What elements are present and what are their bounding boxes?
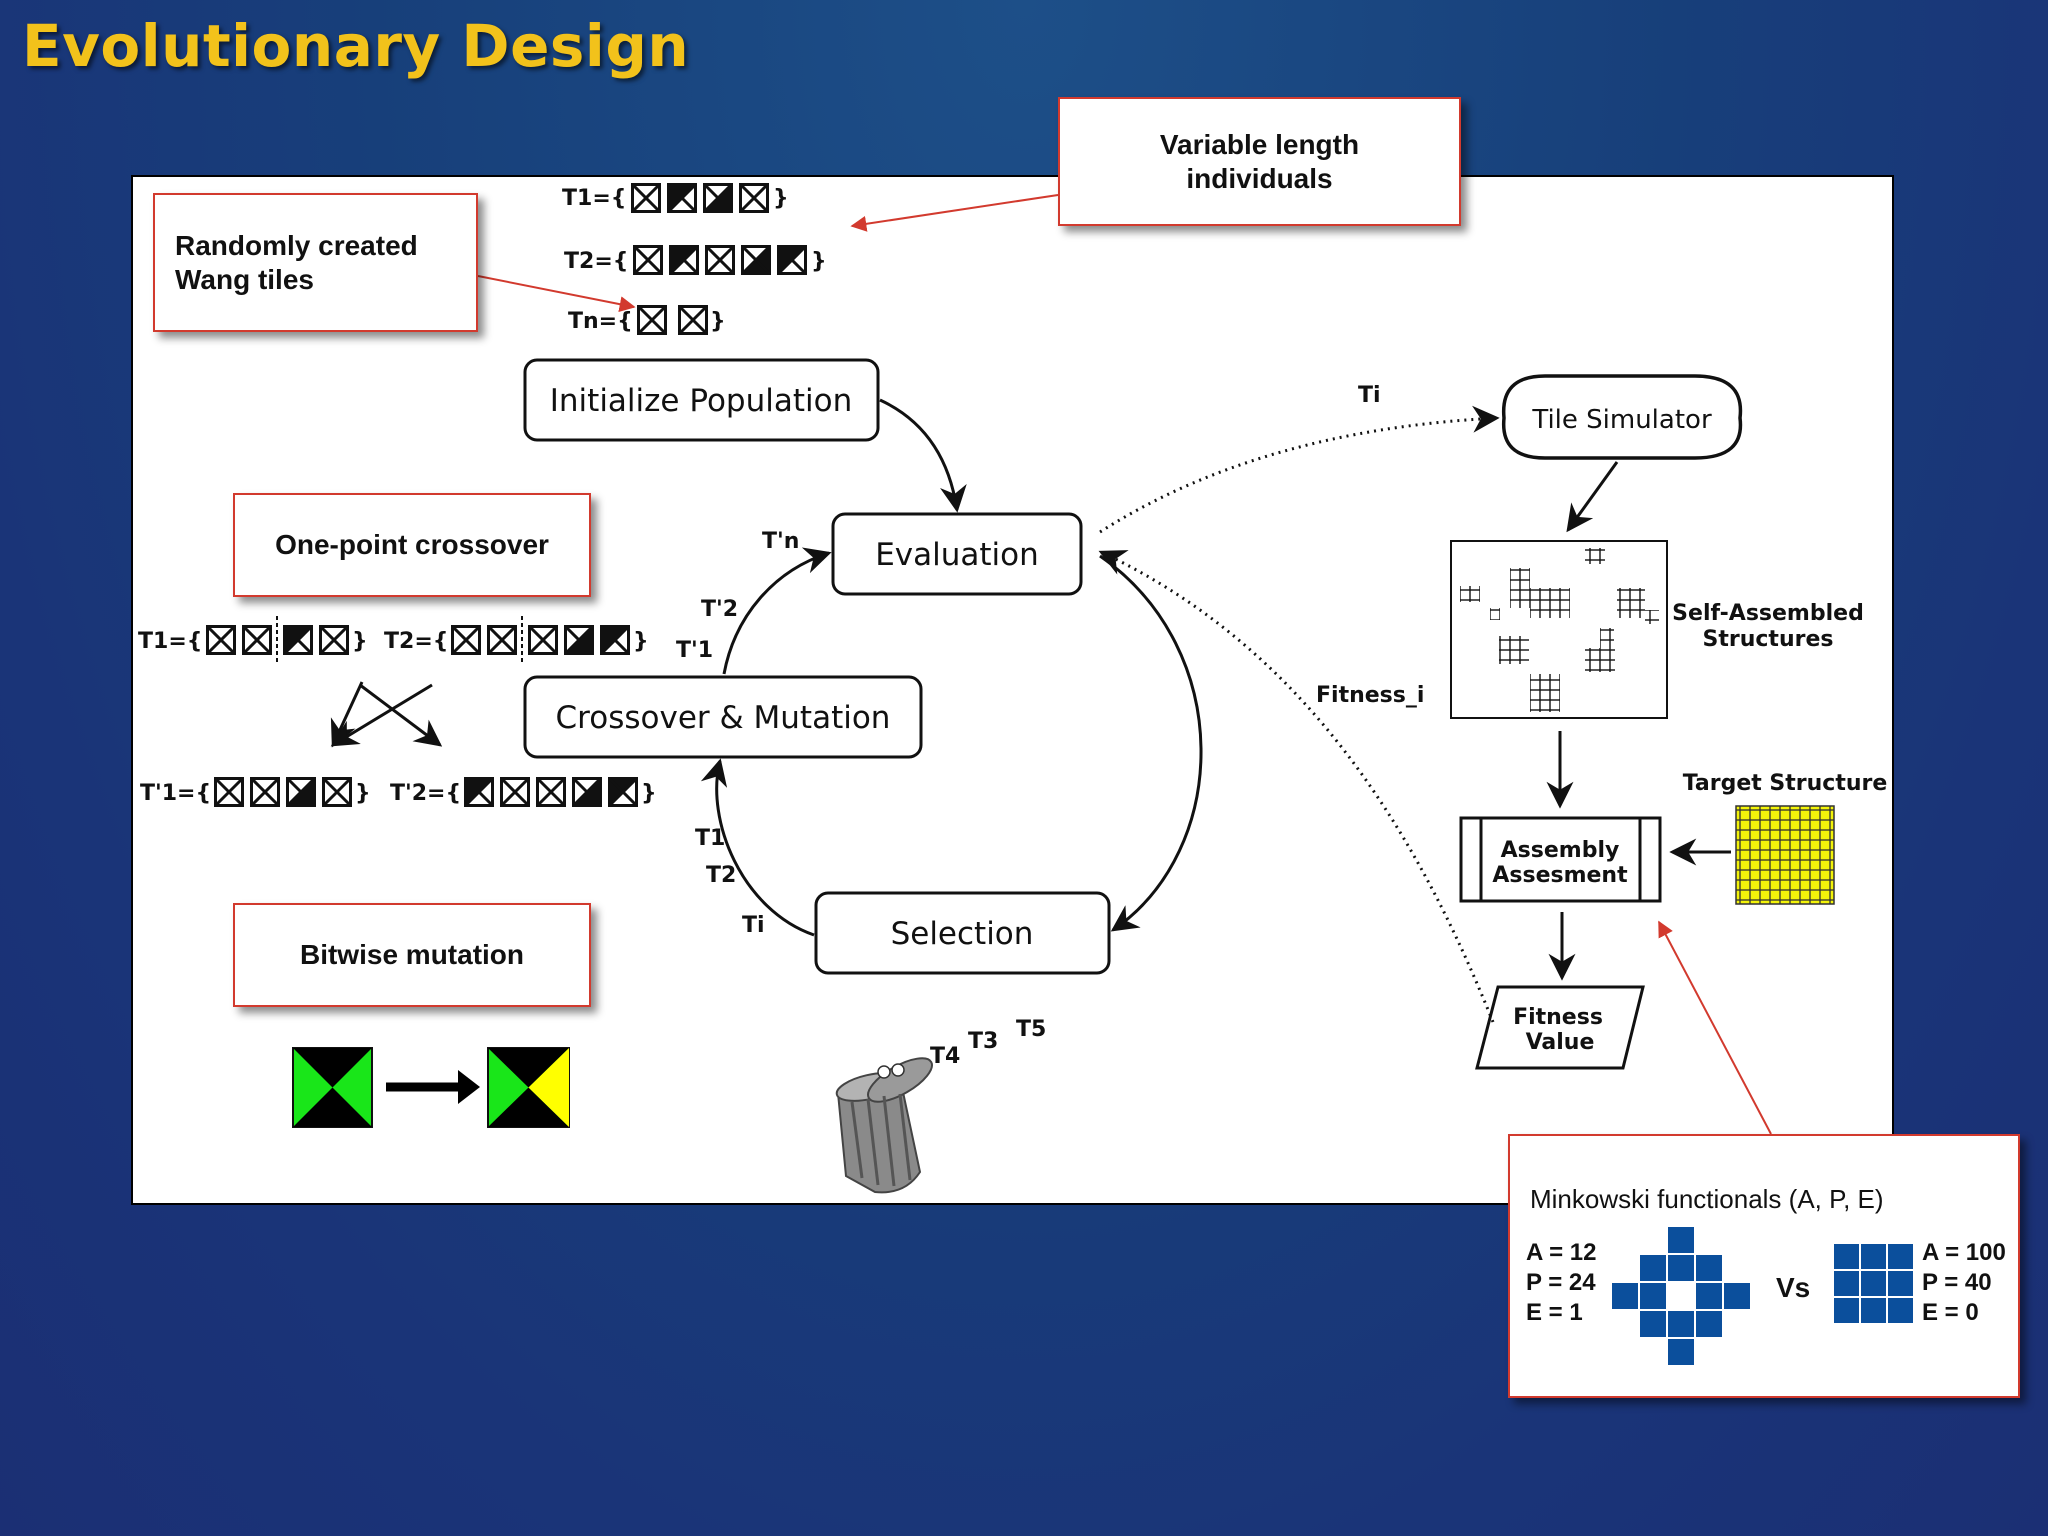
callout-variable-length-text: Variable length individuals bbox=[1159, 128, 1360, 194]
node-assembly-label-2: Assesment bbox=[1492, 863, 1628, 888]
edge-label-t1: T1 bbox=[695, 826, 725, 851]
edge-label-ti-top: Ti bbox=[1358, 383, 1381, 408]
self-assembled-label-1: Self-Assembled bbox=[1672, 601, 1864, 626]
tile-label-t1: T1={ bbox=[562, 186, 626, 211]
minkowski-left-stats: A = 12 P = 24 E = 1 bbox=[1526, 1238, 1597, 1328]
edge-label-tp1: T'1 bbox=[676, 638, 713, 663]
callout-crossover: One-point crossover bbox=[233, 493, 591, 597]
node-assembly-label-1: Assembly bbox=[1501, 838, 1620, 863]
arrow-crossmut-to-eval bbox=[722, 547, 832, 675]
cx-label-tp1: T'1={ bbox=[140, 781, 211, 806]
mutation-before-tile bbox=[292, 1047, 373, 1128]
edge-label-tp2: T'2 bbox=[701, 597, 738, 622]
minkowski-box: Minkowski functionals (A, P, E) A = 12 P… bbox=[1508, 1134, 2020, 1398]
minkowski-right-p: P = 40 bbox=[1922, 1269, 1992, 1296]
cx-close-tp1: } bbox=[355, 781, 371, 806]
callout-mutation: Bitwise mutation bbox=[233, 903, 591, 1007]
node-fitness-label-2: Value bbox=[1526, 1030, 1595, 1055]
callout-mutation-text: Bitwise mutation bbox=[299, 939, 524, 970]
node-assembly-assessment: Assembly Assesment bbox=[1459, 816, 1662, 903]
arrow-eval-to-selection bbox=[1099, 554, 1203, 932]
target-structure-label: Target Structure bbox=[1683, 771, 1888, 796]
tile-close-t2: } bbox=[811, 249, 827, 274]
callout-arrow-random-tiles bbox=[477, 275, 636, 313]
node-fitness-label-1: Fitness bbox=[1513, 1005, 1603, 1030]
cx-close-t1: } bbox=[352, 629, 368, 654]
mutation-after-tile bbox=[487, 1047, 570, 1128]
minkowski-square-shape bbox=[1832, 1242, 1915, 1325]
target-structure-grid bbox=[1735, 805, 1835, 905]
edge-label-t2: T2 bbox=[706, 863, 736, 888]
discard-label-t3: T3 bbox=[968, 1029, 998, 1054]
minkowski-left-p: P = 24 bbox=[1526, 1269, 1596, 1296]
discard-label-t4: T4 bbox=[930, 1044, 960, 1069]
minkowski-left-a: A = 12 bbox=[1526, 1239, 1597, 1266]
edge-label-fitness-i: Fitness_i bbox=[1316, 683, 1424, 708]
minkowski-ring-shape bbox=[1610, 1225, 1752, 1367]
node-fitness-value: Fitness Value bbox=[1475, 985, 1645, 1070]
node-tile-simulator: Tile Simulator bbox=[1501, 374, 1743, 460]
node-crossover-mutation: Crossover & Mutation bbox=[523, 675, 923, 759]
edge-label-ti-left: Ti bbox=[742, 913, 765, 938]
callout-arrow-variable-length bbox=[850, 194, 1059, 232]
tile-label-t2: T2={ bbox=[564, 249, 628, 274]
node-simulator-label: Tile Simulator bbox=[1531, 405, 1712, 435]
mutation-arrow bbox=[386, 1070, 480, 1104]
cx-close-tp2: } bbox=[641, 781, 657, 806]
crossover-cross-arrows bbox=[330, 681, 443, 748]
callout-random-tiles-text: Randomly created Wang tiles bbox=[175, 229, 418, 295]
arrow-fitness-to-eval bbox=[1098, 550, 1495, 1023]
node-selection: Selection bbox=[814, 891, 1111, 975]
callout-random-tiles: Randomly created Wang tiles bbox=[153, 193, 478, 332]
minkowski-vs: Vs bbox=[1776, 1272, 1811, 1303]
arrow-init-to-eval bbox=[879, 398, 967, 513]
minkowski-left-e: E = 1 bbox=[1526, 1299, 1583, 1326]
callout-arrow-minkowski bbox=[1658, 920, 1772, 1135]
node-evaluation: Evaluation bbox=[831, 512, 1083, 596]
callout-crossover-text: One-point crossover bbox=[275, 529, 549, 560]
arrow-eval-to-simulator bbox=[1099, 405, 1500, 534]
self-assembled-label-2: Structures bbox=[1703, 627, 1834, 652]
minkowski-title: Minkowski functionals (A, P, E) bbox=[1530, 1184, 1884, 1214]
tile-close-t1: } bbox=[773, 186, 789, 211]
node-selection-label: Selection bbox=[891, 916, 1034, 952]
discard-label-t5: T5 bbox=[1016, 1017, 1046, 1042]
minkowski-right-stats: A = 100 P = 40 E = 0 bbox=[1922, 1238, 2006, 1328]
cx-close-t2: } bbox=[633, 629, 649, 654]
minkowski-right-a: A = 100 bbox=[1922, 1239, 2006, 1266]
tile-string-t2: T2={ } bbox=[564, 245, 827, 275]
node-evaluation-label: Evaluation bbox=[875, 537, 1039, 573]
cx-label-t2: T2={ bbox=[384, 629, 448, 654]
minkowski-right-e: E = 0 bbox=[1922, 1299, 1979, 1326]
tile-string-tn: Tn={ } bbox=[568, 305, 726, 335]
crossover-children: T'1={ } T'2={ } bbox=[140, 777, 657, 807]
callout-variable-length: Variable length individuals bbox=[1058, 97, 1461, 226]
tile-label-tn: Tn={ bbox=[568, 309, 633, 334]
tile-string-t1: T1={ } bbox=[562, 183, 789, 213]
trash-can-icon bbox=[835, 1057, 933, 1194]
arrow-selection-to-crossmut bbox=[700, 758, 815, 937]
tile-close-tn: } bbox=[710, 309, 726, 334]
crossover-parents: T1={ } T2={ } bbox=[138, 616, 649, 664]
edge-label-tpn: T'n bbox=[762, 529, 799, 554]
node-initialize-population: Initialize Population bbox=[523, 358, 880, 442]
slide-title: Evolutionary Design bbox=[22, 12, 690, 80]
cx-label-t1: T1={ bbox=[138, 629, 202, 654]
node-init-label: Initialize Population bbox=[550, 383, 852, 419]
self-assembled-structures-box bbox=[1450, 540, 1668, 719]
cx-label-tp2: T'2={ bbox=[390, 781, 461, 806]
node-crossmut-label: Crossover & Mutation bbox=[556, 700, 891, 736]
arrow-simulator-to-structures bbox=[1566, 461, 1619, 533]
